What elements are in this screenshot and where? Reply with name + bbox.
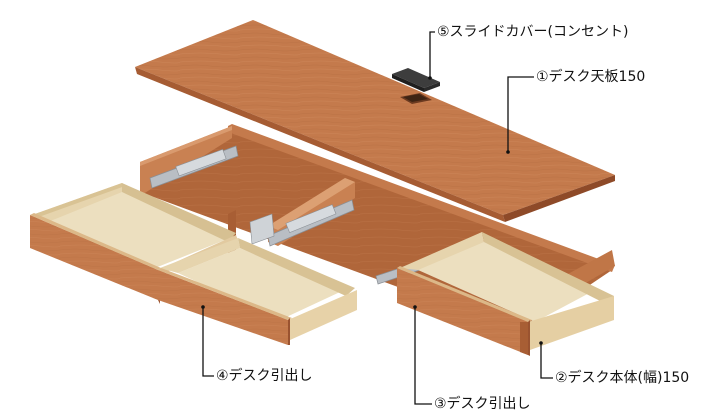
slide-rail-icon xyxy=(149,145,433,285)
drawer-center-floor xyxy=(178,248,340,320)
drawer-left-floor xyxy=(48,190,225,270)
leader-lines xyxy=(202,31,553,405)
top-board xyxy=(135,20,615,222)
drawer-right-floor xyxy=(418,240,595,322)
leader-slide-cover xyxy=(429,31,435,78)
leader-drawer-center xyxy=(414,307,432,405)
top-board-front-edge xyxy=(135,67,505,222)
label-top-board: ①デスク天板150 xyxy=(536,69,646,85)
leader-desk-body xyxy=(540,343,553,379)
label-slide-cover: ⑤スライドカバー(コンセント) xyxy=(437,24,629,40)
label-desk-body: ②デスク本体(幅)150 xyxy=(555,370,690,386)
drawer-right xyxy=(397,232,614,356)
desk-body-back-wall xyxy=(228,124,615,272)
label-drawer-center: ③デスク引出し xyxy=(434,396,531,412)
slide-cover-icon xyxy=(392,68,440,92)
leader-drawer-left xyxy=(202,307,214,377)
drawer-center xyxy=(158,238,357,345)
leader-top-board xyxy=(507,76,534,152)
outlet-hole-icon xyxy=(400,93,432,104)
label-drawer-left: ④デスク引出し xyxy=(216,368,313,384)
